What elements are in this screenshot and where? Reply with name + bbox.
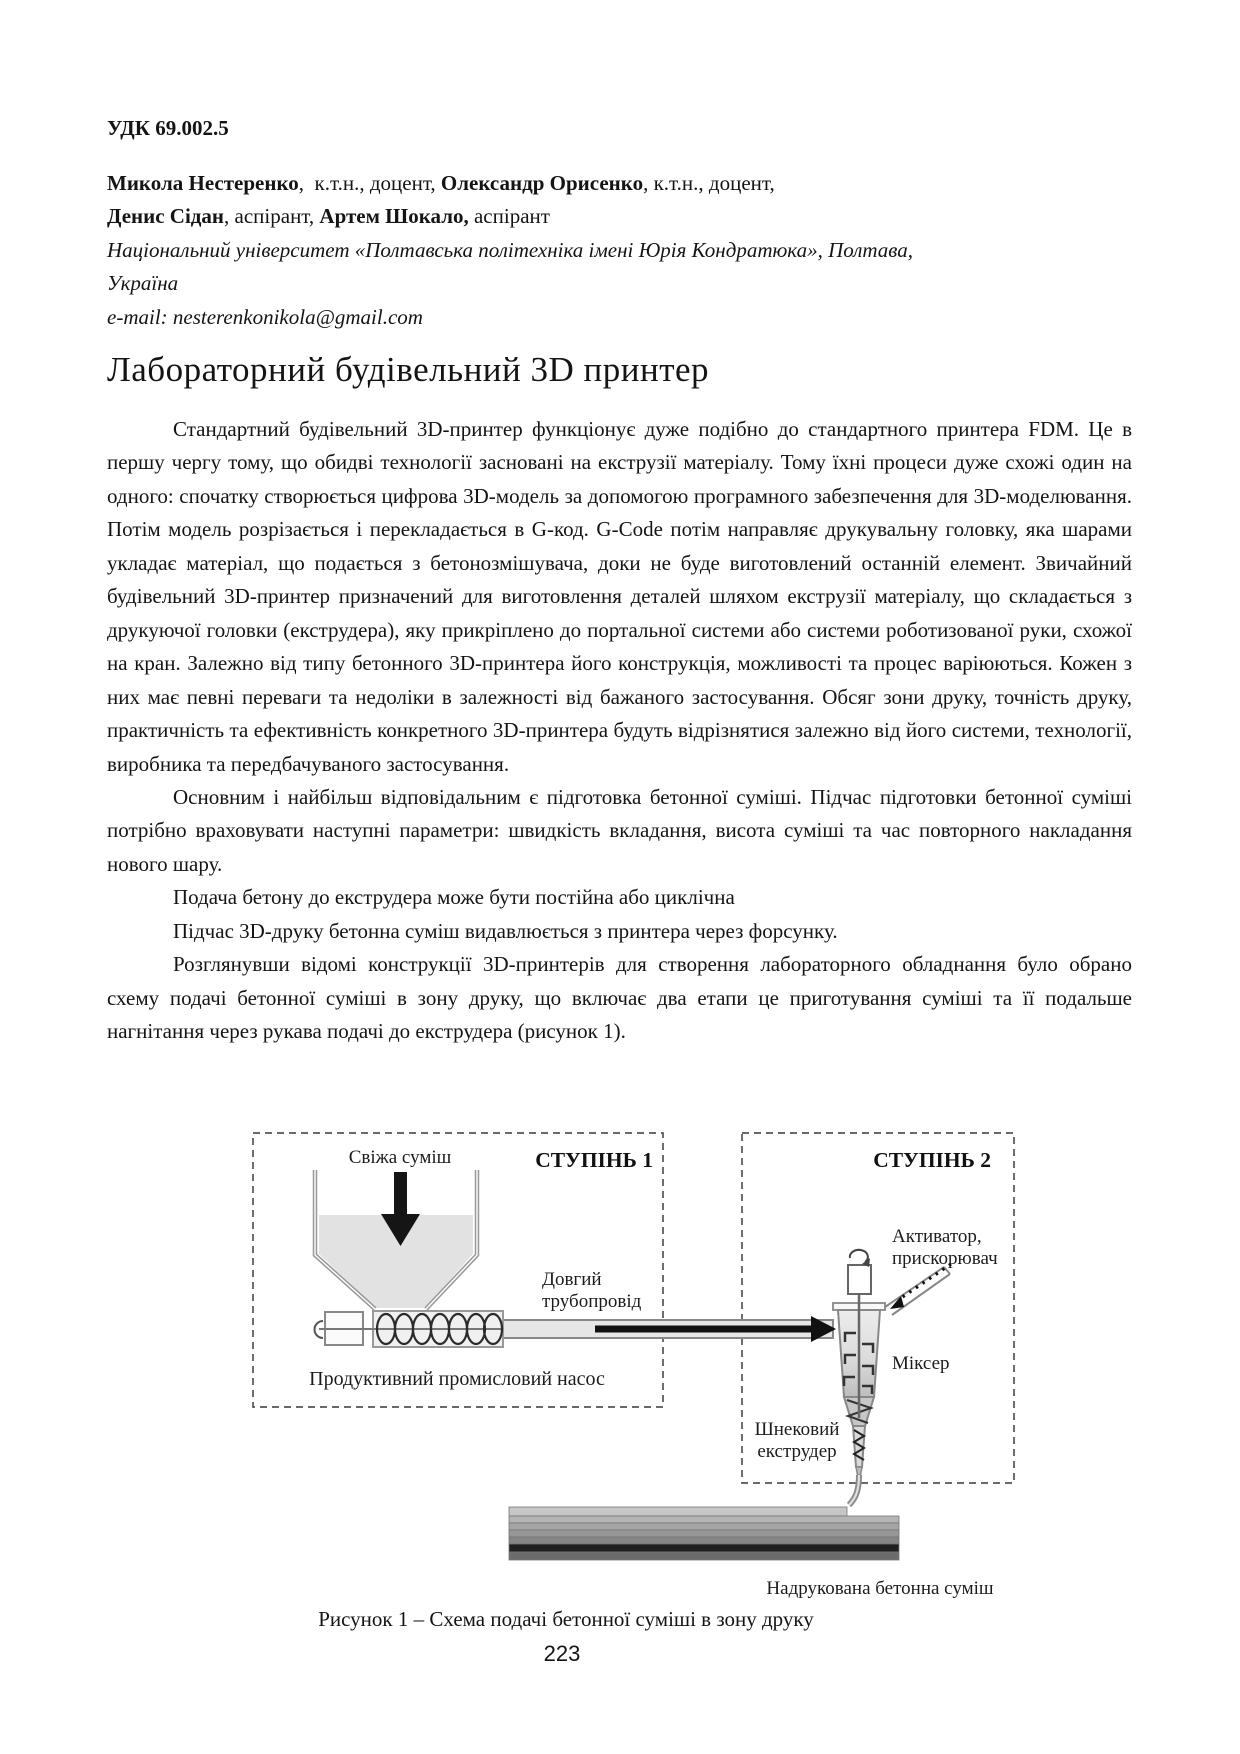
paragraph: Стандартний будівельний 3D-принтер функц… — [107, 417, 1132, 776]
affiliation-line-1: Національний університет «Полтавська пол… — [107, 237, 914, 262]
paragraph: Основним і найбільш відповідальним є під… — [107, 785, 1132, 876]
long-pipe-label-line2: трубопровід — [542, 1291, 642, 1312]
dotted-feed-arrow-icon — [890, 1262, 952, 1309]
hopper — [312, 1170, 480, 1311]
author-role: , аспірант, — [224, 204, 320, 229]
page-number: 223 — [543, 1641, 581, 1666]
screw-extruder — [851, 1425, 867, 1476]
stage2-label: СТУПІНЬ 2 — [873, 1148, 991, 1172]
long-pipe-label-line1: Довгий — [542, 1269, 602, 1290]
fresh-mix-material — [319, 1215, 473, 1308]
author-role: , к.т.н., доцент, — [643, 171, 775, 195]
article-title: Лабораторний будівельний 3D принтер — [107, 350, 710, 390]
activator-label-line1: Активатор, — [892, 1226, 982, 1247]
mixer-label: Міксер — [892, 1353, 950, 1374]
author-name: Артем Шокало, — [319, 204, 469, 229]
affiliation-line-2: Україна — [107, 271, 179, 296]
author-name: Олександр Орисенко — [440, 171, 644, 195]
mixer-motor — [847, 1264, 872, 1295]
screw-extruder-label-line1: Шнековий — [755, 1419, 840, 1440]
author-role: , к.т.н., доцент, — [298, 171, 441, 195]
auger-pump — [313, 1310, 504, 1348]
extruder-hose — [846, 1474, 862, 1508]
author-name: Денис Сідан — [107, 204, 225, 229]
activator-chute — [884, 1266, 951, 1316]
rotation-icon — [848, 1248, 870, 1267]
authors-block: Микола Нестеренко, к.т.н., доцент, Олекс… — [107, 167, 1132, 234]
authors-line-1: Микола Нестеренко, к.т.н., доцент, Олекс… — [107, 167, 1132, 200]
stage1-label: СТУПІНЬ 1 — [535, 1148, 653, 1172]
screw-extruder-label-line2: екструдер — [757, 1441, 836, 1462]
mixer-paddles — [842, 1331, 875, 1394]
stage2-box — [741, 1132, 1015, 1484]
udc-label: УДК 69.002.5 — [107, 116, 229, 140]
email-line: e-mail: nesterenkonikola@gmail.com — [107, 304, 423, 329]
body-text: Стандартний будівельний 3D-принтер функц… — [107, 413, 1132, 1049]
paragraph: Розглянувши відомі конструкції 3D-принте… — [107, 952, 1132, 1044]
printed-layers — [508, 1506, 900, 1561]
authors-line-2: Денис Сідан, аспірант, Артем Шокало, асп… — [107, 200, 1132, 233]
author-role: аспірант — [468, 204, 550, 229]
paragraph: Подача бетону до екструдера може бути по… — [173, 885, 735, 910]
auger-coil — [375, 1312, 504, 1346]
stage1-box — [252, 1132, 664, 1408]
figure-diagram: Свіжа суміш СТУПІНЬ 1 Довгий трубопровід… — [252, 1132, 1015, 1599]
author-name: Микола Нестеренко — [107, 171, 299, 195]
flow-arrow-icon — [595, 1316, 836, 1342]
figure-caption: Рисунок 1 – Схема подачі бетонної суміші… — [318, 1607, 814, 1631]
rotation-icon — [313, 1320, 324, 1339]
printed-mix-label: Надрукована бетонна суміш — [766, 1578, 993, 1599]
activator-label-line2: прискорювач — [892, 1248, 998, 1269]
mixer-vessel — [832, 1248, 886, 1427]
pump-label: Продуктивний промисловий насос — [309, 1368, 605, 1390]
fresh-mix-label: Свіжа суміш — [349, 1147, 452, 1168]
down-arrow-icon — [381, 1172, 420, 1246]
article-content: УДК 69.002.5 Микола Нестеренко, к.т.н., … — [107, 112, 1132, 1049]
paragraph: Підчас 3D-друку бетонна суміш видавлюєть… — [173, 918, 838, 943]
